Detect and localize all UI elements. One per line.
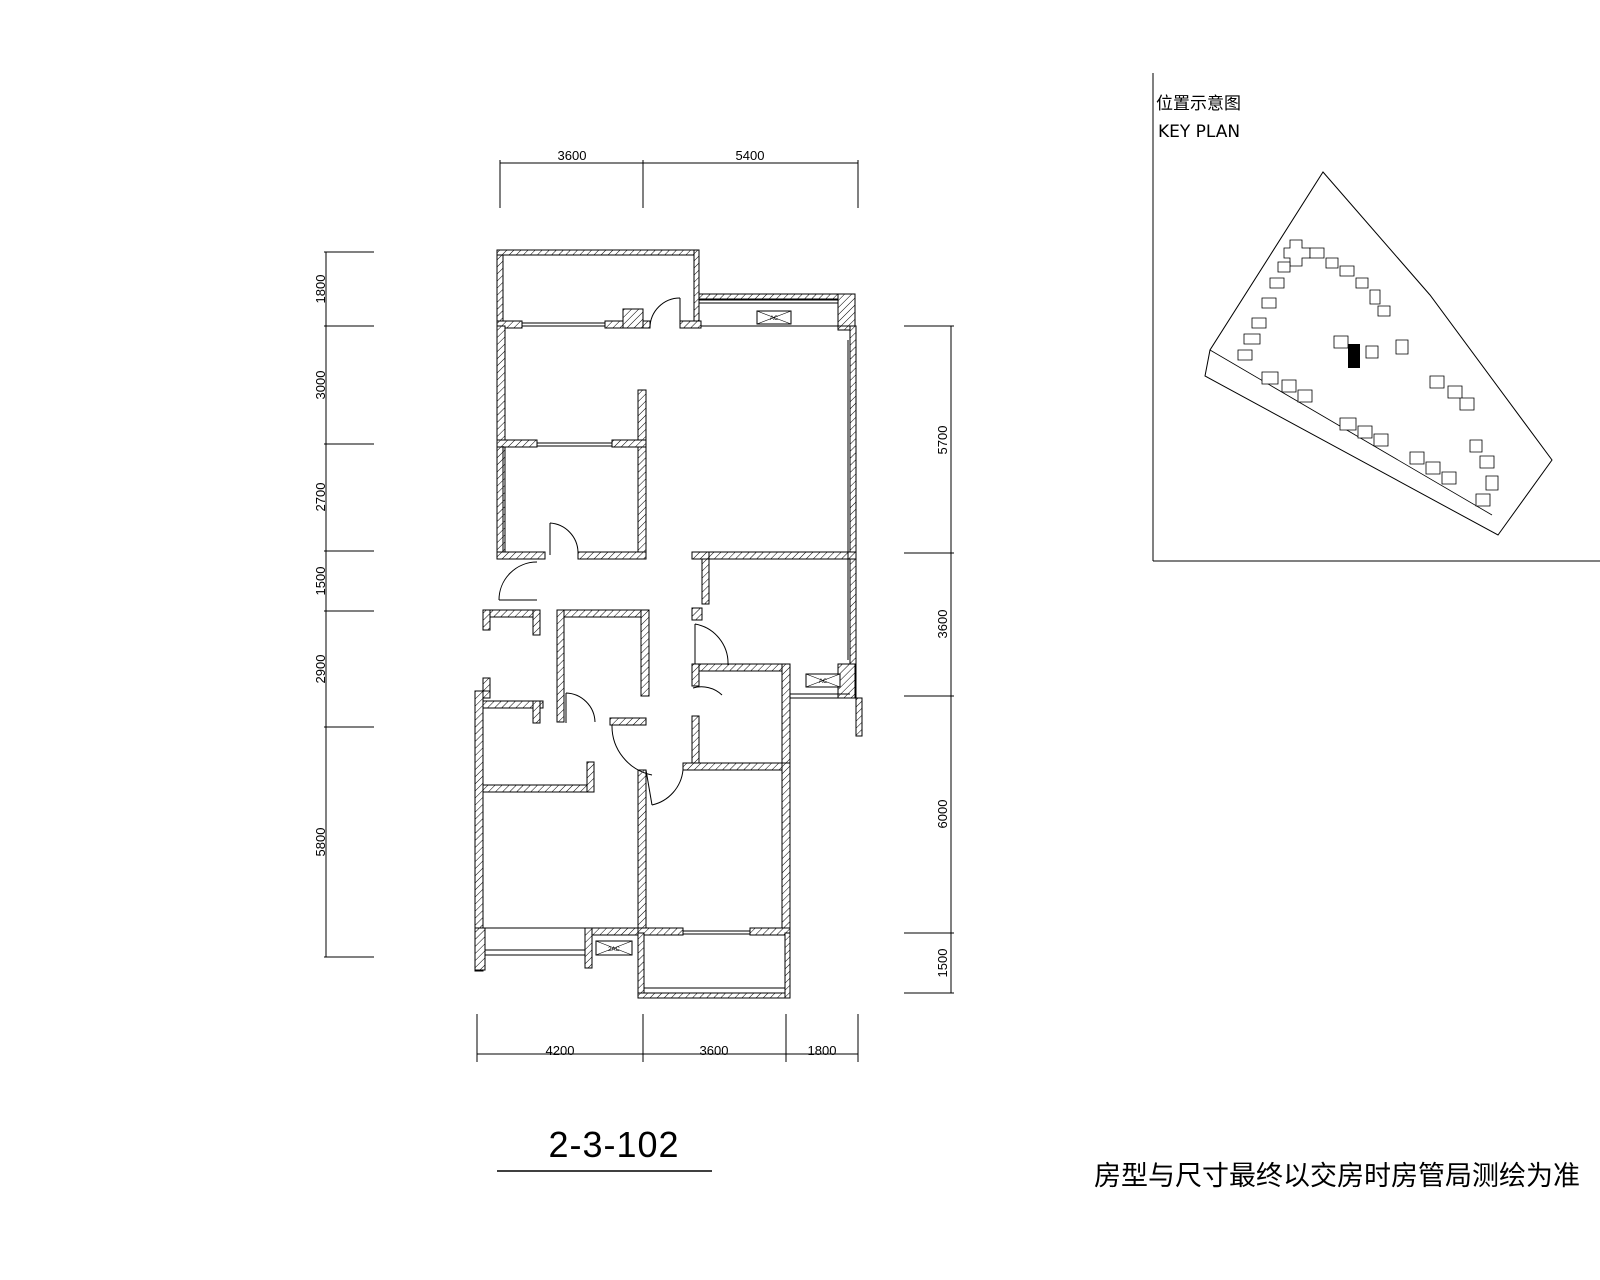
dim-right-4: 1500 (935, 949, 950, 978)
ac-units: AC AC 2AC (595, 310, 841, 956)
dimension-lines (324, 160, 954, 1062)
dim-bottom-3: 1800 (808, 1043, 837, 1058)
site-boundary (1204, 171, 1553, 536)
dim-top-1: 3600 (558, 148, 587, 163)
dimension-labels: 3600 5400 4200 3600 1800 1800 3000 2700 … (313, 148, 950, 1058)
dim-right-1: 5700 (935, 426, 950, 455)
unit-number: 2-3-102 (548, 1124, 679, 1165)
disclaimer-note: 房型与尺寸最终以交房时房管局测绘为准 (1094, 1161, 1580, 1192)
dim-left-1: 1800 (313, 275, 328, 304)
dim-left-6: 5800 (313, 828, 328, 857)
door-swings (498, 297, 729, 806)
ac-label-north: AC (770, 316, 779, 322)
dim-top-2: 5400 (736, 148, 765, 163)
dim-left-5: 2900 (313, 655, 328, 684)
ac-label-east: AC (819, 679, 828, 685)
site-buildings (1237, 239, 1499, 507)
key-plan-title-cn: 位置示意图 (1156, 94, 1241, 114)
window-lines (485, 254, 850, 989)
key-plan-title-en: KEY PLAN (1158, 122, 1240, 142)
dim-bottom-2: 3600 (700, 1043, 729, 1058)
dim-left-4: 1500 (313, 567, 328, 596)
highlighted-building (1348, 344, 1360, 368)
ac-label-south: 2AC (608, 947, 620, 953)
dim-left-3: 2700 (313, 483, 328, 512)
dim-left-2: 3000 (313, 371, 328, 400)
walls (474, 249, 863, 999)
key-plan: 位置示意图 KEY PLAN (1152, 73, 1600, 562)
dim-right-2: 3600 (935, 610, 950, 639)
dim-bottom-1: 4200 (546, 1043, 575, 1058)
dim-right-3: 6000 (935, 800, 950, 829)
